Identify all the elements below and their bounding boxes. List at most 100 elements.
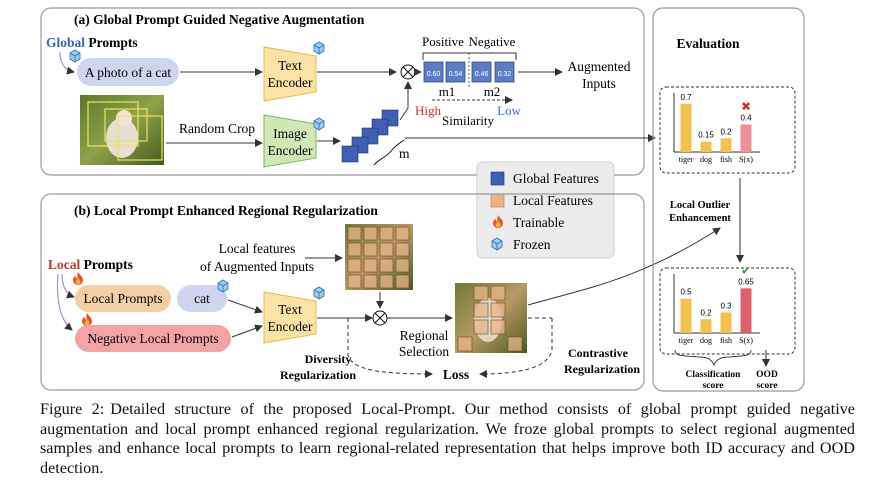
legend-frozen-label: Frozen bbox=[513, 237, 551, 252]
multiply-b-icon bbox=[372, 310, 388, 326]
text-encoder-a-label2: Encoder bbox=[268, 75, 313, 90]
panel-a-title: (a) Global Prompt Guided Negative Augmen… bbox=[74, 12, 365, 27]
chart-category-label: S(x) bbox=[739, 336, 753, 345]
similarity-label: Similarity bbox=[442, 113, 495, 128]
diversity-reg-line1: Diversity bbox=[305, 352, 352, 366]
feature-stack-brace bbox=[373, 139, 405, 166]
classification-brace bbox=[674, 349, 752, 367]
enhancement-line1: Local Outlier bbox=[670, 200, 731, 211]
contrastive-dashed-path bbox=[479, 318, 553, 378]
input-cat-image bbox=[80, 95, 164, 165]
check-mark-icon: ✔ bbox=[741, 263, 751, 277]
chart-bar-tiger bbox=[680, 298, 692, 333]
text-encoder-b-label1: Text bbox=[278, 302, 302, 317]
contrastive-reg-line2: Regularization bbox=[564, 362, 640, 376]
diversity-dashed-path bbox=[347, 318, 433, 378]
score-bracket bbox=[422, 52, 517, 60]
multiply-a-icon bbox=[400, 64, 416, 80]
cat-pill bbox=[177, 285, 227, 312]
chart-bar-tiger bbox=[680, 103, 692, 152]
classification-score-line2: score bbox=[703, 381, 724, 391]
text-encoder-a bbox=[263, 46, 317, 102]
chart-bar-dog bbox=[700, 141, 712, 152]
chart-category-label: dog bbox=[700, 336, 712, 345]
m2-label: m2 bbox=[484, 84, 501, 99]
chart-bar-fish bbox=[720, 312, 732, 333]
text-encoder-b-frozen-icon bbox=[313, 286, 325, 300]
global-prompts-label: Global Prompts bbox=[46, 35, 138, 50]
image-encoder bbox=[263, 114, 317, 168]
selected-regions-grid bbox=[455, 283, 527, 353]
chart-value-label: 0.4 bbox=[740, 114, 752, 123]
legend-global-swatch bbox=[490, 171, 505, 186]
regional-selection-line1: Regional bbox=[400, 328, 449, 343]
score-box-3: 0.46 bbox=[471, 61, 492, 83]
local-prompts-pill bbox=[75, 285, 171, 312]
svg-text:0.46: 0.46 bbox=[475, 71, 489, 78]
chart-value-label: 0.2 bbox=[720, 127, 732, 136]
chart-category-label: dog bbox=[700, 155, 712, 164]
score-box-4: 0.32 bbox=[494, 61, 515, 83]
local-prompts-label: Local Prompts bbox=[48, 257, 133, 272]
legend-local-label: Local Features bbox=[513, 193, 593, 208]
chart-1: 0.7 tiger 0.15 dog 0.2 fish 0.4S(x) ✖ bbox=[673, 93, 760, 164]
chart-category-label: tiger bbox=[679, 155, 694, 164]
text-input: A photo of a cat bbox=[85, 65, 171, 80]
cat-frozen-icon bbox=[217, 279, 229, 293]
score-box-1: 0.60 bbox=[423, 61, 444, 83]
legend-frozen-icon bbox=[491, 237, 503, 251]
chart-category-label: S(x) bbox=[739, 155, 753, 164]
local-feature-grid bbox=[345, 224, 413, 290]
chart-category-label: fish bbox=[720, 155, 732, 164]
negative-local-prompts-text: Negative Local Prompts bbox=[87, 331, 218, 346]
cross-mark-icon: ✖ bbox=[741, 100, 751, 114]
chart-value-label: 0.5 bbox=[680, 288, 692, 297]
negative-prompt-trainable-icon bbox=[82, 313, 92, 326]
text-encoder-b-label2: Encoder bbox=[268, 319, 313, 334]
ood-score-line2: score bbox=[757, 381, 778, 391]
chart-value-label: 0.7 bbox=[680, 93, 692, 102]
chart-2-box bbox=[659, 267, 796, 355]
image-encoder-frozen-icon bbox=[313, 117, 325, 131]
local-prompt-trainable-icon bbox=[73, 272, 83, 285]
text-encoder-a-frozen-icon bbox=[313, 41, 325, 55]
negative-label: Negative bbox=[469, 34, 516, 49]
chart-value-label: 0.15 bbox=[698, 131, 714, 140]
global-prompt-frozen-icon bbox=[69, 49, 81, 63]
text-encoder-b bbox=[263, 291, 317, 344]
chart-value-label: 0.3 bbox=[720, 301, 732, 310]
random-crop-label: Random Crop bbox=[179, 121, 255, 136]
evaluation-frame bbox=[652, 7, 805, 392]
panel-b-title: (b) Local Prompt Enhanced Regional Regul… bbox=[74, 203, 378, 218]
positive-label: Positive bbox=[422, 34, 464, 49]
image-encoder-label2: Encoder bbox=[268, 143, 313, 158]
local-to-evaluation-curve bbox=[527, 227, 721, 306]
diversity-reg-line2: Regularization bbox=[280, 368, 356, 382]
classification-score-line1: Classification bbox=[686, 370, 742, 380]
score-box-2: 0.54 bbox=[445, 61, 466, 83]
contrastive-reg-line1: Contrastive bbox=[568, 346, 629, 360]
panel-a-frame bbox=[40, 7, 645, 176]
chart-bar-sx bbox=[740, 124, 752, 152]
chart-bar-dog bbox=[700, 319, 712, 333]
ood-score-line1: OOD bbox=[756, 370, 778, 380]
legend-trainable-label: Trainable bbox=[513, 215, 564, 230]
svg-text:0.54: 0.54 bbox=[449, 71, 463, 78]
chart-bar-fish bbox=[720, 138, 732, 152]
svg-text:0.60: 0.60 bbox=[427, 71, 441, 78]
loss-label: Loss bbox=[443, 367, 469, 382]
caption-label: Figure 2: bbox=[40, 400, 105, 418]
m-label: m bbox=[399, 146, 410, 161]
chart-category-label: fish bbox=[720, 336, 732, 345]
global-prompt-curve bbox=[59, 51, 75, 75]
local-features-line2: of Augmented Inputs bbox=[200, 259, 314, 274]
negative-local-prompts-pill bbox=[75, 325, 231, 352]
legend-box bbox=[476, 161, 615, 259]
high-label: High bbox=[415, 103, 442, 118]
text-input-pill bbox=[77, 58, 179, 86]
enhancement-line2: Enhancement bbox=[669, 213, 731, 224]
figure-caption: Figure 2:Detailed structure of the propo… bbox=[40, 400, 855, 478]
panel-b-frame bbox=[40, 193, 645, 391]
